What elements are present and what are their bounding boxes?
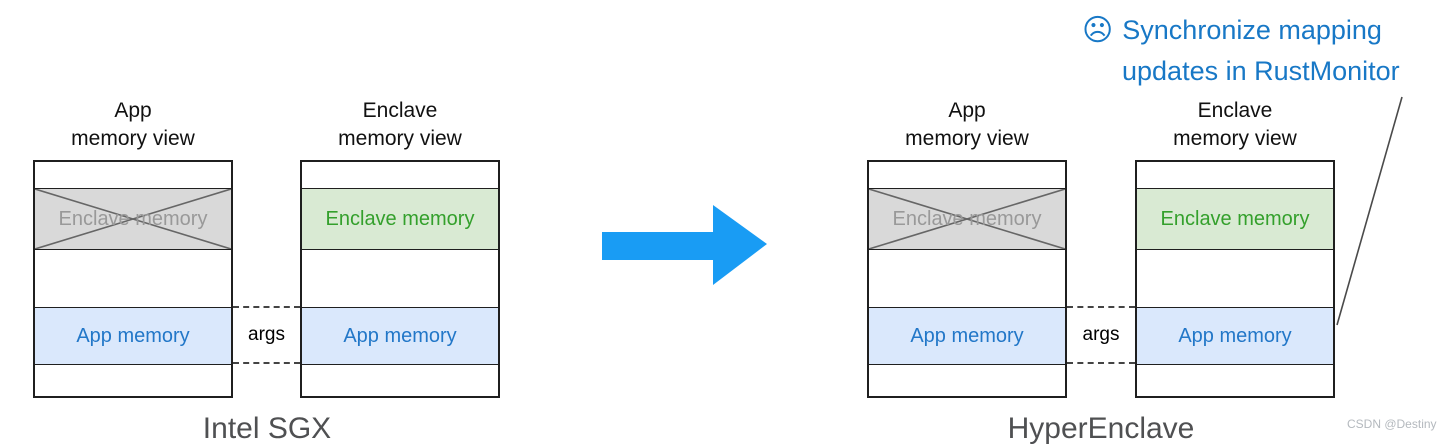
watermark: CSDN @Destiny	[1347, 417, 1437, 431]
segment-label: Enclave memory	[892, 207, 1042, 230]
sad-face-icon: ☹	[1082, 13, 1114, 47]
memory-segment-empty	[35, 162, 231, 188]
header-line: App	[948, 99, 986, 122]
annotation-text-1: Synchronize mapping	[1122, 15, 1382, 45]
enclave-memory-segment: Enclave memory	[1137, 188, 1333, 249]
hyper-enclave-memory-column: Enclave memory App memory	[1135, 160, 1335, 398]
enclave-memory-segment: Enclave memory	[302, 188, 498, 249]
memory-segment-empty	[302, 162, 498, 188]
segment-label: Enclave memory	[325, 207, 475, 230]
annotation-line-1: ☹ Synchronize mapping	[1082, 10, 1400, 51]
intel-sgx-caption: Intel SGX	[202, 412, 332, 445]
header-line: memory view	[71, 127, 195, 150]
crossed-enclave-memory-segment: Enclave memory	[869, 188, 1065, 249]
args-label: args	[248, 324, 285, 345]
header-line: Enclave	[1197, 99, 1273, 122]
annotation-pointer-line	[1336, 96, 1403, 326]
header-line: memory view	[338, 127, 462, 150]
memory-segment-empty	[1137, 249, 1333, 307]
annotation-text-2: updates in RustMonitor	[1122, 56, 1400, 86]
segment-label: Enclave memory	[58, 207, 208, 230]
sgx-app-memory-column: Enclave memory App memory	[33, 160, 233, 398]
hyper-app-view-header: App memory view	[867, 97, 1067, 153]
header-line: memory view	[1173, 127, 1297, 150]
segment-label: App memory	[343, 324, 457, 347]
args-label: args	[1082, 324, 1120, 345]
segment-label: Enclave memory	[1160, 207, 1310, 230]
annotation-note: ☹ Synchronize mapping updates in RustMon…	[1082, 10, 1400, 92]
hyperenclave-caption: HyperEnclave	[1007, 412, 1195, 445]
cross-out-icon	[869, 189, 1065, 249]
hyper-app-memory-column: Enclave memory App memory	[867, 160, 1067, 398]
memory-segment-empty	[869, 249, 1065, 307]
crossed-enclave-memory-segment: Enclave memory	[35, 188, 231, 249]
header-line: App	[114, 99, 152, 122]
cross-out-icon	[35, 189, 231, 249]
hyper-enclave-view-header: Enclave memory view	[1135, 97, 1335, 153]
args-connector: args	[233, 306, 300, 364]
header-line: memory view	[905, 127, 1029, 150]
memory-segment-empty	[302, 364, 498, 396]
memory-segment-empty	[1137, 364, 1333, 396]
memory-segment-empty	[1137, 162, 1333, 188]
sgx-enclave-view-header: Enclave memory view	[300, 97, 500, 153]
header-line: Enclave	[362, 99, 438, 122]
memory-segment-empty	[302, 249, 498, 307]
sgx-app-view-header: App memory view	[33, 97, 233, 153]
app-memory-segment: App memory	[302, 307, 498, 364]
segment-label: App memory	[1178, 324, 1292, 347]
app-memory-segment: App memory	[1137, 307, 1333, 364]
app-memory-segment: App memory	[869, 307, 1065, 364]
segment-label: App memory	[910, 324, 1024, 347]
memory-segment-empty	[35, 249, 231, 307]
sgx-enclave-memory-column: Enclave memory App memory	[300, 160, 500, 398]
memory-segment-empty	[869, 162, 1065, 188]
right-arrow-icon	[602, 205, 767, 285]
args-connector: args	[1067, 306, 1135, 364]
app-memory-segment: App memory	[35, 307, 231, 364]
memory-segment-empty	[35, 364, 231, 396]
memory-segment-empty	[869, 364, 1065, 396]
segment-label: App memory	[76, 324, 190, 347]
